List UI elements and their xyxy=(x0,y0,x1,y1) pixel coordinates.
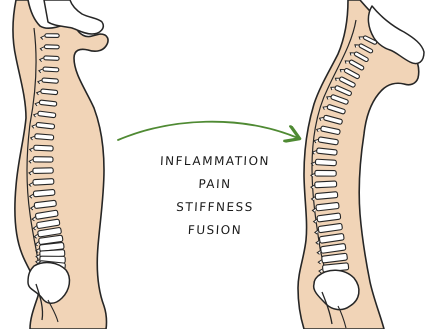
symptom-fusion: FUSION xyxy=(139,219,290,242)
symptom-pain: PAIN xyxy=(139,173,290,196)
left-vertebra xyxy=(41,89,58,95)
left-vertebra xyxy=(42,78,59,83)
left-vertebra xyxy=(33,189,55,196)
left-vertebra xyxy=(44,56,59,61)
left-vertebra xyxy=(33,179,54,186)
curved-arrow-icon xyxy=(118,122,298,140)
symptom-inflammation: INFLAMMATION xyxy=(139,150,290,173)
left-vertebra xyxy=(43,67,59,72)
left-vertebra xyxy=(33,168,53,174)
symptom-list: INFLAMMATION PAIN STIFFNESS FUSION xyxy=(140,150,290,242)
left-vertebra xyxy=(34,145,54,151)
right-vertebra xyxy=(315,192,338,200)
right-vertebra xyxy=(315,170,336,176)
left-vertebra xyxy=(35,134,54,140)
right-vertebra xyxy=(315,181,337,188)
symptom-stiffness: STIFFNESS xyxy=(139,196,290,219)
left-vertebra xyxy=(33,157,53,162)
left-vertebra xyxy=(45,34,59,38)
left-pelvis xyxy=(28,263,69,304)
healthy-spine-figure xyxy=(13,0,108,329)
kyphotic-spine-figure xyxy=(298,0,424,329)
left-vertebra xyxy=(44,45,59,49)
right-vertebra xyxy=(315,159,336,166)
